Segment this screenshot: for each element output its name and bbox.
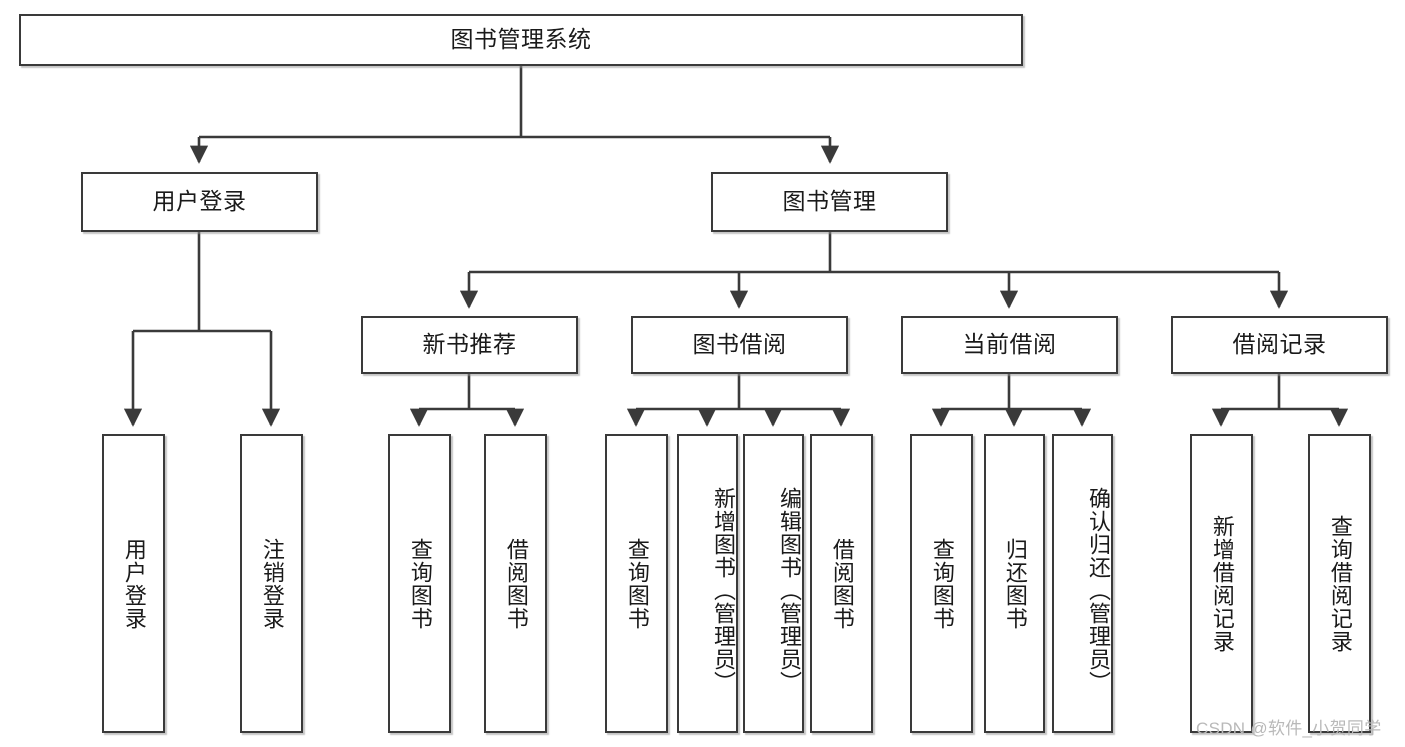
node-leaf-logout[interactable]: 注销登录 xyxy=(240,434,303,733)
node-leaf-user-login[interactable]: 用户登录 xyxy=(102,434,165,733)
node-leaf-edit-book-admin[interactable]: 编辑图书（管理员） xyxy=(743,434,804,733)
csdn-watermark: CSDN @软件_小贺同学 xyxy=(1196,719,1382,738)
node-label: 确认归还（管理员） xyxy=(1086,487,1111,694)
node-leaf-borrow-book-rec[interactable]: 借阅图书 xyxy=(484,434,547,733)
node-label: 借阅图书 xyxy=(829,537,855,630)
node-label: 归还图书 xyxy=(1002,537,1028,630)
node-label: 借阅图书 xyxy=(503,537,529,630)
node-label: 查询图书 xyxy=(407,537,433,630)
node-label: 注销登录 xyxy=(259,537,285,630)
node-root[interactable]: 图书管理系统 xyxy=(19,14,1023,66)
node-label: 用户登录 xyxy=(121,537,147,630)
node-label: 新书推荐 xyxy=(422,331,517,358)
node-label: 查询图书 xyxy=(929,537,955,630)
node-label: 编辑图书（管理员） xyxy=(777,487,802,694)
node-label: 用户登录 xyxy=(152,188,247,215)
node-level2-book-management[interactable]: 图书管理 xyxy=(711,172,948,232)
node-label: 当前借阅 xyxy=(962,331,1057,358)
node-level3-book-borrow[interactable]: 图书借阅 xyxy=(631,316,848,374)
node-label: 查询图书 xyxy=(624,537,650,630)
node-level2-user-login[interactable]: 用户登录 xyxy=(81,172,318,232)
node-leaf-query-book-rec[interactable]: 查询图书 xyxy=(388,434,451,733)
node-level3-new-book-recommend[interactable]: 新书推荐 xyxy=(361,316,578,374)
node-level3-borrow-record[interactable]: 借阅记录 xyxy=(1171,316,1388,374)
node-leaf-borrow-book[interactable]: 借阅图书 xyxy=(810,434,873,733)
node-leaf-return-book[interactable]: 归还图书 xyxy=(984,434,1045,733)
node-leaf-confirm-return-admin[interactable]: 确认归还（管理员） xyxy=(1052,434,1113,733)
node-leaf-query-book-borrow[interactable]: 查询图书 xyxy=(605,434,668,733)
node-level3-current-borrow[interactable]: 当前借阅 xyxy=(901,316,1118,374)
node-label: 借阅记录 xyxy=(1232,331,1327,358)
node-leaf-add-book-admin[interactable]: 新增图书（管理员） xyxy=(677,434,738,733)
node-label: 新增图书（管理员） xyxy=(711,487,736,694)
node-label: 新增借阅记录 xyxy=(1209,514,1235,653)
node-label: 图书管理 xyxy=(782,188,877,215)
node-leaf-query-book-current[interactable]: 查询图书 xyxy=(910,434,973,733)
node-root-label: 图书管理系统 xyxy=(450,26,592,53)
node-label: 图书借阅 xyxy=(692,331,787,358)
node-leaf-query-borrow-record[interactable]: 查询借阅记录 xyxy=(1308,434,1371,733)
node-leaf-add-borrow-record[interactable]: 新增借阅记录 xyxy=(1190,434,1253,733)
node-label: 查询借阅记录 xyxy=(1327,514,1353,653)
